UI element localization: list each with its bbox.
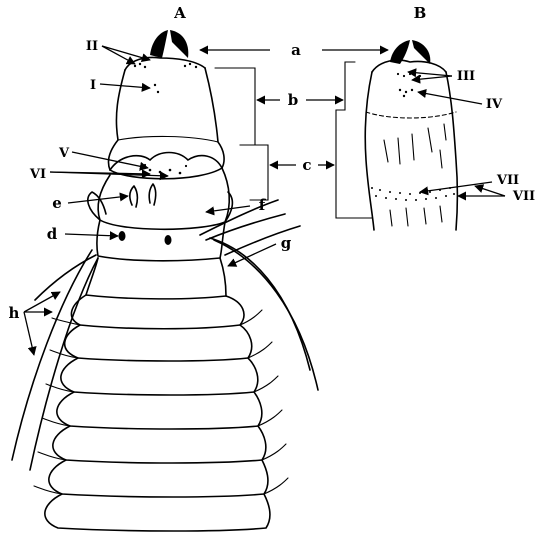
jaw-right-a — [170, 30, 188, 58]
panel-label-b: B — [414, 4, 427, 22]
label-roman-VI: VI — [29, 167, 46, 182]
label-roman-VII-lower: VII — [512, 189, 535, 204]
panel-label-a: A — [173, 4, 186, 22]
paragnaths-b — [371, 73, 455, 201]
label-roman-IV: IV — [486, 97, 503, 112]
label-roman-VII-upper: VII — [496, 173, 519, 188]
label-b: b — [288, 91, 299, 109]
label-roman-II: II — [86, 39, 98, 54]
label-roman-III: III — [457, 69, 475, 84]
label-h: h — [9, 304, 20, 322]
label-d: d — [47, 225, 58, 243]
label-c: c — [302, 156, 311, 174]
label-e: e — [52, 194, 62, 212]
label-roman-V: V — [58, 146, 70, 161]
panel-b-drawing — [365, 40, 457, 230]
panel-a-drawing — [12, 30, 318, 531]
region-brackets — [215, 62, 372, 218]
label-roman-I: I — [90, 78, 96, 93]
jaw-right-b — [412, 40, 430, 64]
proboscis-wrinkles-b — [384, 124, 446, 226]
jaw-left-a — [150, 30, 168, 58]
paragnaths-a — [134, 63, 197, 175]
body-segments-a — [34, 258, 288, 531]
label-a: a — [291, 41, 301, 59]
label-g: g — [281, 234, 292, 252]
